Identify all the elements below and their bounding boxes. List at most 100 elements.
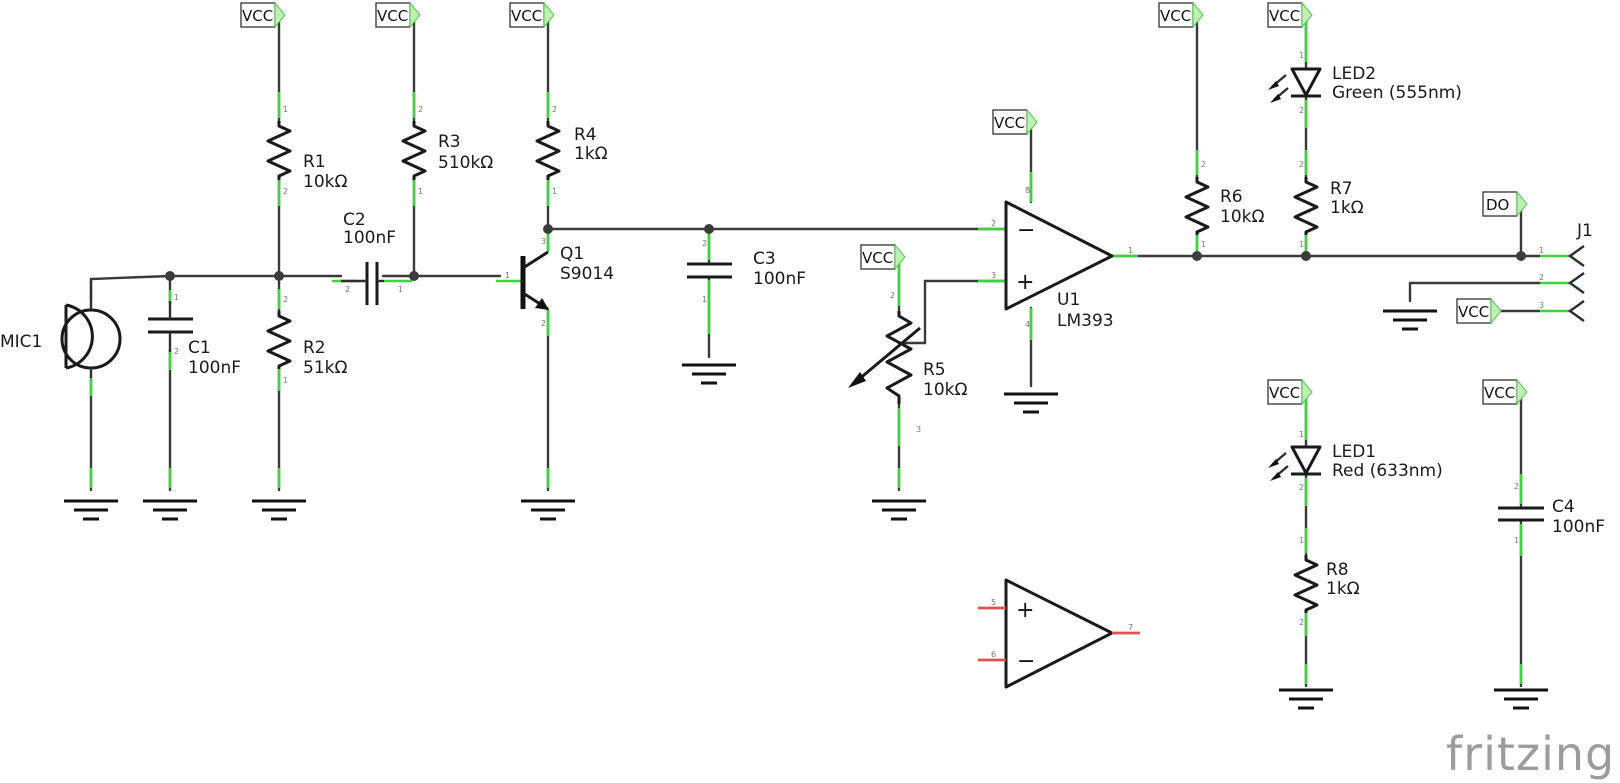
c4-value: 100nF	[1552, 517, 1605, 537]
r4-ref: R4	[574, 125, 597, 145]
c1-symbol	[148, 301, 193, 352]
led2-value: Green (555nm)	[1332, 83, 1462, 103]
u1-plus-sign: +	[1016, 270, 1034, 295]
u1-value: LM393	[1057, 311, 1114, 331]
svg-text:6: 6	[991, 650, 996, 659]
fritzing-watermark: fritzing	[1446, 727, 1615, 781]
junction-dots	[165, 224, 1526, 281]
svg-text:1: 1	[1539, 246, 1544, 255]
led1-symbol	[1268, 445, 1322, 481]
svg-text:VCC: VCC	[1269, 384, 1300, 402]
net-flag-do: DO	[1482, 191, 1528, 217]
svg-text:2: 2	[541, 319, 546, 328]
c3-ref: C3	[753, 249, 776, 269]
svg-text:1: 1	[552, 187, 557, 196]
svg-text:1: 1	[1201, 240, 1206, 249]
mic1-symbol	[60, 281, 122, 378]
vcc-flag-c4: VCC	[1482, 379, 1528, 405]
svg-text:VCC: VCC	[377, 7, 408, 25]
svg-text:VCC: VCC	[994, 114, 1025, 132]
c2-ref: C2	[343, 210, 366, 230]
vcc-flag-r6: VCC	[1158, 2, 1204, 28]
r7-symbol	[1293, 177, 1319, 235]
vcc-flag-r1: VCC	[240, 2, 286, 28]
svg-text:1: 1	[418, 187, 423, 196]
led2-symbol	[1268, 67, 1322, 103]
svg-text:2: 2	[1299, 483, 1304, 492]
r1-value: 10kΩ	[303, 172, 347, 192]
vcc-flag-j1: VCC	[1456, 298, 1502, 324]
r7-value: 1kΩ	[1330, 198, 1364, 218]
svg-text:1: 1	[398, 285, 403, 294]
svg-text:2: 2	[991, 219, 996, 228]
j1-symbol	[1567, 245, 1585, 322]
svg-text:2: 2	[1299, 106, 1304, 115]
r3-value: 510kΩ	[438, 153, 493, 173]
q1-value: S9014	[560, 264, 614, 284]
svg-text:VCC: VCC	[242, 7, 273, 25]
r8-value: 1kΩ	[1326, 579, 1360, 599]
svg-text:3: 3	[916, 425, 921, 434]
r5-ref: R5	[923, 360, 946, 380]
r1-ref: R1	[303, 152, 326, 172]
u1-comparator-a: − +	[1004, 200, 1114, 311]
vcc-flag-led2: VCC	[1267, 2, 1313, 28]
svg-text:1: 1	[505, 271, 510, 280]
r6-symbol	[1184, 177, 1210, 235]
r6-ref: R6	[1220, 187, 1243, 207]
svg-text:VCC: VCC	[1160, 7, 1191, 25]
svg-text:2: 2	[283, 187, 288, 196]
ground-symbols	[62, 309, 1550, 710]
svg-text:2: 2	[418, 105, 423, 114]
svg-text:2: 2	[345, 285, 350, 294]
svg-text:2: 2	[1514, 482, 1519, 491]
j1-ref: J1	[1576, 221, 1593, 241]
svg-text:1: 1	[283, 105, 288, 114]
c3-value: 100nF	[753, 269, 806, 289]
u1b-plus-sign: +	[1016, 598, 1034, 623]
c4-symbol	[1498, 506, 1544, 522]
svg-text:VCC: VCC	[1484, 384, 1515, 402]
r2-ref: R2	[303, 338, 326, 358]
c2-symbol	[341, 262, 384, 305]
u1-comparator-b: + −	[978, 578, 1140, 689]
u1-minus-sign: −	[1017, 218, 1035, 243]
r5-value: 10kΩ	[923, 380, 967, 400]
vcc-flag-r3: VCC	[375, 2, 421, 28]
svg-text:1: 1	[1514, 536, 1519, 545]
led1-value: Red (633nm)	[1332, 461, 1443, 481]
svg-text:1: 1	[1299, 240, 1304, 249]
r3-symbol	[401, 121, 427, 180]
c2-value: 100nF	[343, 228, 396, 248]
svg-text:1: 1	[1299, 51, 1304, 60]
svg-text:5: 5	[991, 598, 996, 607]
c4-ref: C4	[1552, 497, 1575, 517]
r3-ref: R3	[438, 132, 461, 152]
svg-text:VCC: VCC	[1458, 303, 1489, 321]
r4-value: 1kΩ	[574, 144, 608, 164]
svg-text:1: 1	[283, 376, 288, 385]
svg-text:3: 3	[991, 271, 996, 280]
r8-symbol	[1293, 555, 1319, 613]
svg-text:2: 2	[552, 105, 557, 114]
vcc-flag-r5: VCC	[860, 244, 906, 270]
svg-text:2: 2	[1299, 160, 1304, 169]
r2-value: 51kΩ	[303, 358, 347, 378]
svg-text:2: 2	[702, 239, 707, 248]
connected-pin-stubs	[89, 16, 1570, 684]
svg-text:DO: DO	[1486, 196, 1509, 214]
led2-ref: LED2	[1332, 64, 1376, 84]
c1-value: 100nF	[188, 358, 241, 378]
c3-symbol	[687, 262, 732, 279]
svg-text:4: 4	[1025, 320, 1030, 329]
r7-ref: R7	[1330, 179, 1353, 199]
svg-text:VCC: VCC	[1269, 7, 1300, 25]
svg-text:8: 8	[1025, 186, 1030, 195]
svg-text:1: 1	[1299, 430, 1304, 439]
svg-text:7: 7	[1128, 623, 1133, 632]
svg-text:1: 1	[702, 295, 707, 304]
svg-text:2: 2	[1299, 618, 1304, 627]
svg-text:1: 1	[1128, 246, 1133, 255]
